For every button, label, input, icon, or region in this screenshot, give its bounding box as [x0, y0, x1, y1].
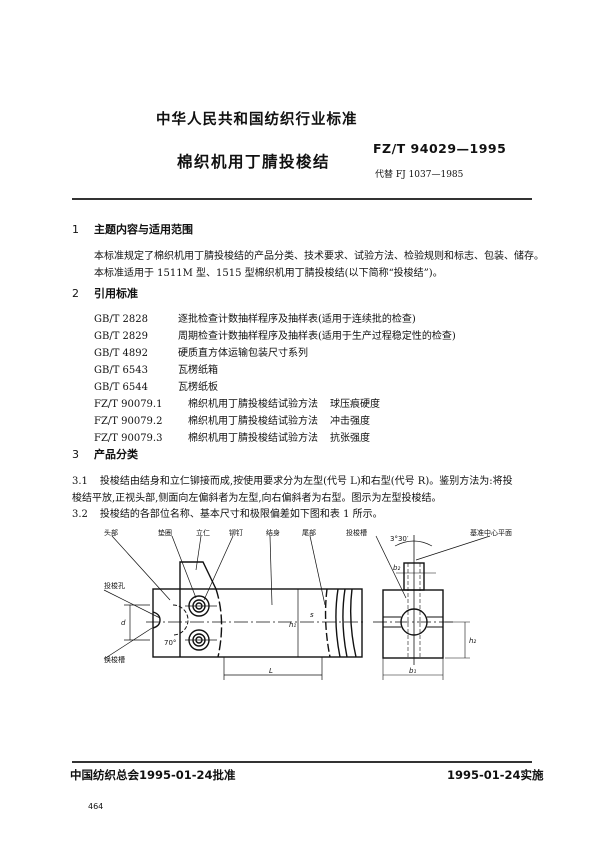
- clause-3-1-line-2: 梭结平放,正视头部,侧面向左偏斜者为左型,向右偏斜者为右型。图示为左型投梭结。: [72, 493, 442, 504]
- svg-text:s: s: [310, 611, 314, 619]
- header-divider: [72, 198, 532, 200]
- label-body: 结身: [266, 528, 280, 537]
- label-picking-groove: 投梭槽: [346, 528, 367, 537]
- document-title: 棉织机用丁腈投梭结: [177, 153, 331, 171]
- footer-divider: [72, 761, 532, 763]
- section-1-para-2: 本标准适用于 1511M 型、1515 型棉织机用丁腈投梭结(以下简称“投梭结”…: [94, 268, 443, 279]
- svg-text:b₂: b₂: [393, 564, 400, 572]
- shuttle-picker-drawing: 头部 垫圈 立仁 铆钉 结身 尾部 投梭槽 基准中心平面 投梭孔 换梭槽 d 7…: [103, 528, 512, 680]
- svg-text:h₂: h₂: [469, 637, 476, 645]
- svg-text:d: d: [121, 619, 126, 627]
- picker-body-outline: [152, 588, 363, 658]
- svg-text:b₁: b₁: [409, 667, 416, 675]
- issuing-organization: 中华人民共和国纺织行业标准: [156, 112, 358, 128]
- label-tail: 尾部: [302, 528, 316, 537]
- label-rivet: 铆钉: [229, 528, 243, 537]
- label-post: 立仁: [196, 528, 210, 537]
- implementation-note: 1995-01-24实施: [447, 768, 544, 782]
- label-washer: 垫圈: [158, 528, 172, 537]
- page-number: 464: [88, 802, 104, 811]
- picker-end-view: [382, 589, 444, 659]
- standard-code: FZ/T 94029—1995: [373, 141, 507, 156]
- svg-text:h₁: h₁: [289, 621, 296, 629]
- svg-text:3°30′: 3°30′: [390, 535, 409, 543]
- label-shuttle-groove: 换梭槽: [104, 655, 125, 664]
- svg-text:70°: 70°: [164, 639, 176, 647]
- label-head: 头部: [104, 528, 118, 537]
- label-shuttle-hole: 投梭孔: [104, 581, 125, 590]
- approval-note: 中国纺织总会1995-01-24批准: [70, 768, 236, 782]
- replaces-note: 代替 FJ 1037—1985: [375, 170, 464, 180]
- svg-text:L: L: [269, 667, 273, 675]
- label-reference-plane: 基准中心平面: [470, 528, 512, 537]
- section-1-para-1: 本标准规定了棉织机用丁腈投梭结的产品分类、技术要求、试验方法、检验规则和标志、包…: [94, 251, 544, 262]
